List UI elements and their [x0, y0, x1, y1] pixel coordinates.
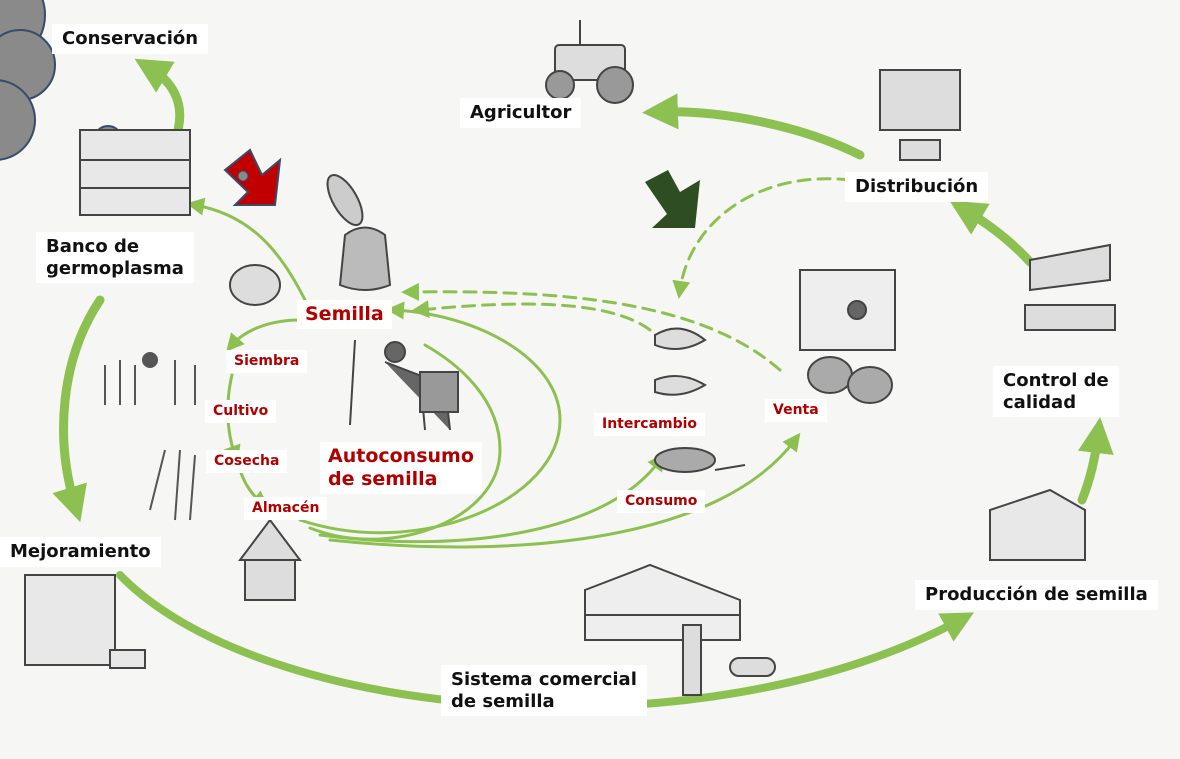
- red-pointer-dot: [237, 170, 249, 182]
- cultivo-label: Cultivo: [205, 400, 277, 423]
- cycle-arrows: [52, 58, 1114, 711]
- control-calidad-label: Control de calidad: [993, 366, 1119, 418]
- dashed-distribucion-to-intercambio: [672, 177, 852, 299]
- hands-exchange-icon: [654, 327, 707, 396]
- siembra-label: Siembra: [226, 350, 308, 373]
- dashed-venta-to-semilla: [401, 282, 782, 372]
- arrow-control-to-distribucion: [949, 200, 1035, 267]
- semilla-label: Semilla: [297, 300, 392, 329]
- distribucion-label: Distribución: [845, 172, 989, 202]
- cloud-decoration: [0, 0, 56, 161]
- sistema-comercial-label: Sistema comercial de semilla: [441, 665, 647, 717]
- storage-shelf-icon: [79, 129, 191, 216]
- cash-register-icon: [879, 69, 961, 161]
- arrow-almacen-to-semilla-inner: [308, 343, 502, 541]
- intercambio-label: Intercambio: [594, 413, 706, 436]
- venta-label: Venta: [765, 399, 827, 422]
- tractor-icon: [545, 20, 634, 104]
- hand-icon: [229, 264, 281, 306]
- corn-icon: [326, 174, 364, 226]
- arrow-to-conservacion: [134, 58, 185, 135]
- arrow-distribucion-to-agricultor: [642, 93, 865, 160]
- autoconsumo-label: Autoconsumo de semilla: [320, 442, 482, 494]
- arrow-produccion-to-control: [1077, 417, 1114, 505]
- produccion-semilla-label: Producción de semilla: [915, 580, 1158, 610]
- arrow-semilla-to-banco: [186, 197, 307, 302]
- red-pointer-arrow: [223, 148, 282, 206]
- cosecha-label: Cosecha: [206, 450, 288, 473]
- arrow-almacen-to-semilla: [298, 301, 562, 535]
- mejoramiento-label: Mejoramiento: [0, 537, 161, 567]
- harvest-icon: [149, 449, 196, 521]
- consumo-label: Consumo: [617, 490, 706, 513]
- vendor-stall-icon: [799, 269, 896, 404]
- greenhouse-icon: [584, 563, 741, 641]
- seed-tube-icon: [682, 624, 776, 696]
- crop-row-icon: [104, 352, 196, 405]
- dashed-arrows: [401, 177, 852, 372]
- production-shed-icon: [989, 488, 1086, 561]
- green-pointer-arrow: [645, 170, 700, 228]
- inspection-table-icon: [1024, 243, 1116, 331]
- conservacion-label: Conservación: [52, 24, 209, 54]
- dashed-intercambio-to-semilla: [411, 300, 652, 332]
- inner-cycle-arrows: [186, 197, 801, 549]
- agricultor-label: Agricultor: [460, 98, 582, 128]
- lab-shelf-icon: [24, 574, 146, 669]
- granary-hut-icon: [238, 518, 302, 601]
- arrow-banco-to-mejoramiento: [52, 295, 105, 523]
- banco-germoplasma-label: Banco de germoplasma: [36, 232, 194, 284]
- arrow-almacen-to-venta: [328, 432, 801, 549]
- bowl-icon: [654, 447, 746, 473]
- arrow-almacen-to-consumo: [318, 452, 666, 544]
- arrow-semilla-to-siembra: [226, 318, 302, 352]
- seed-bag-icon: [338, 226, 392, 291]
- almacen-label: Almacén: [244, 497, 328, 520]
- farmer-icon: [349, 339, 459, 431]
